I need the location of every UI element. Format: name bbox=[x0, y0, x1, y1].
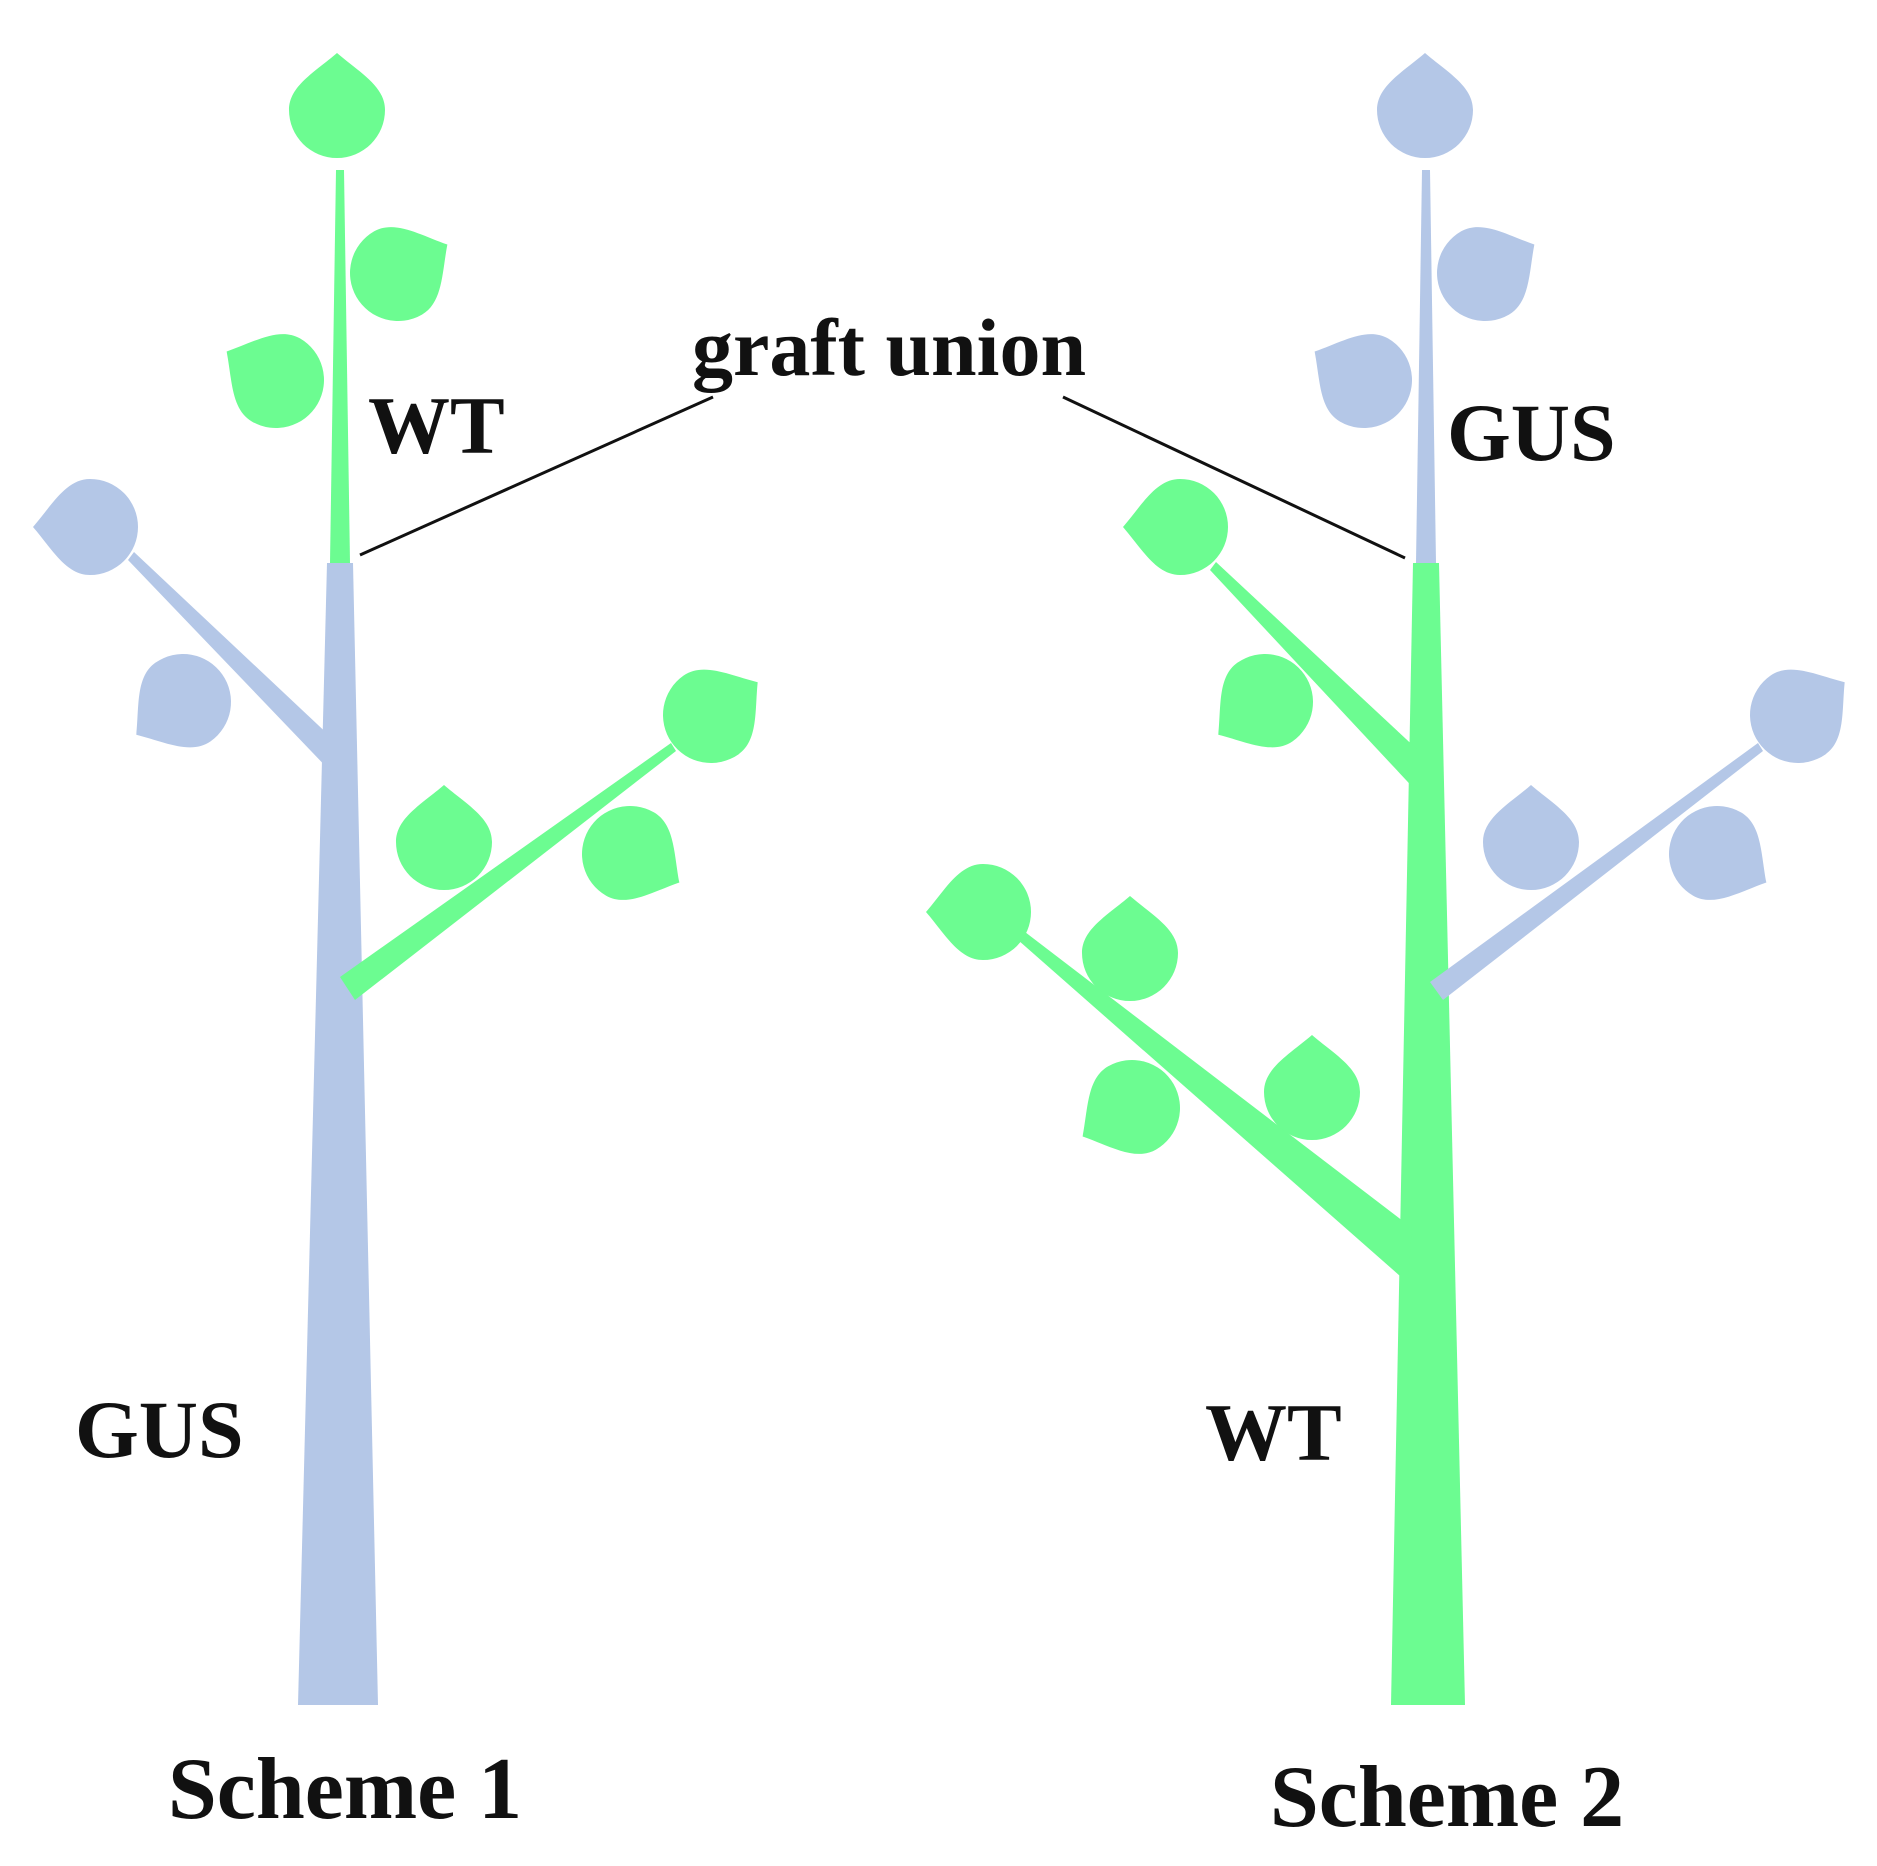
leaf bbox=[396, 785, 492, 890]
scheme-2-rootstock-lower-branch bbox=[1018, 932, 1412, 1283]
leaf bbox=[202, 309, 342, 446]
scheme-1-scion-label: WT bbox=[368, 380, 505, 471]
leaf bbox=[1731, 642, 1873, 782]
leaf bbox=[1377, 53, 1473, 158]
leaf bbox=[1290, 309, 1430, 446]
leaf bbox=[1419, 202, 1559, 339]
scheme-2-rootstock-upper-branch bbox=[1210, 562, 1420, 795]
scheme-1-rootstock-stem bbox=[298, 563, 378, 1705]
leaf bbox=[1483, 785, 1579, 890]
leaf bbox=[1264, 1035, 1360, 1140]
scheme-2-lower-branch-leaves bbox=[926, 864, 1360, 1179]
leaf bbox=[332, 202, 472, 339]
scheme-1-rootstock-branch-leaves bbox=[33, 479, 250, 775]
scheme-1-rootstock-label: GUS bbox=[75, 1384, 244, 1475]
graft-union-callout-left bbox=[359, 395, 714, 557]
scheme-1-scion-stem bbox=[330, 170, 350, 563]
scheme-2-rootstock-label: WT bbox=[1205, 1387, 1342, 1478]
scheme-1-wt-branch bbox=[340, 743, 676, 1000]
leaf bbox=[644, 642, 786, 782]
leaf bbox=[1123, 479, 1228, 575]
graft-union-callout-right bbox=[1062, 395, 1406, 560]
scheme-2-scion-stem bbox=[1416, 170, 1436, 563]
leaf bbox=[926, 864, 1031, 960]
graft-union-label: graft union bbox=[692, 302, 1086, 393]
scheme-1-plant bbox=[33, 53, 786, 1705]
scheme-2-upper-branch-leaves bbox=[1123, 479, 1332, 775]
scheme-2-plant bbox=[926, 53, 1873, 1705]
scheme-1-rootstock-branch bbox=[128, 552, 334, 775]
scheme-1-wt-branch-leaves bbox=[396, 642, 786, 925]
scheme-2-gus-branch bbox=[1430, 743, 1763, 1000]
scheme-2-scion-label: GUS bbox=[1447, 387, 1616, 478]
scheme-2-gus-branch-leaves bbox=[1483, 642, 1873, 925]
leaf bbox=[289, 53, 385, 158]
leaf bbox=[1082, 896, 1178, 1001]
scheme-1-caption: Scheme 1 bbox=[168, 1741, 522, 1838]
scheme-2-caption: Scheme 2 bbox=[1270, 1749, 1624, 1846]
scheme-2-rootstock-stem bbox=[1391, 563, 1465, 1705]
leaf bbox=[33, 479, 138, 575]
